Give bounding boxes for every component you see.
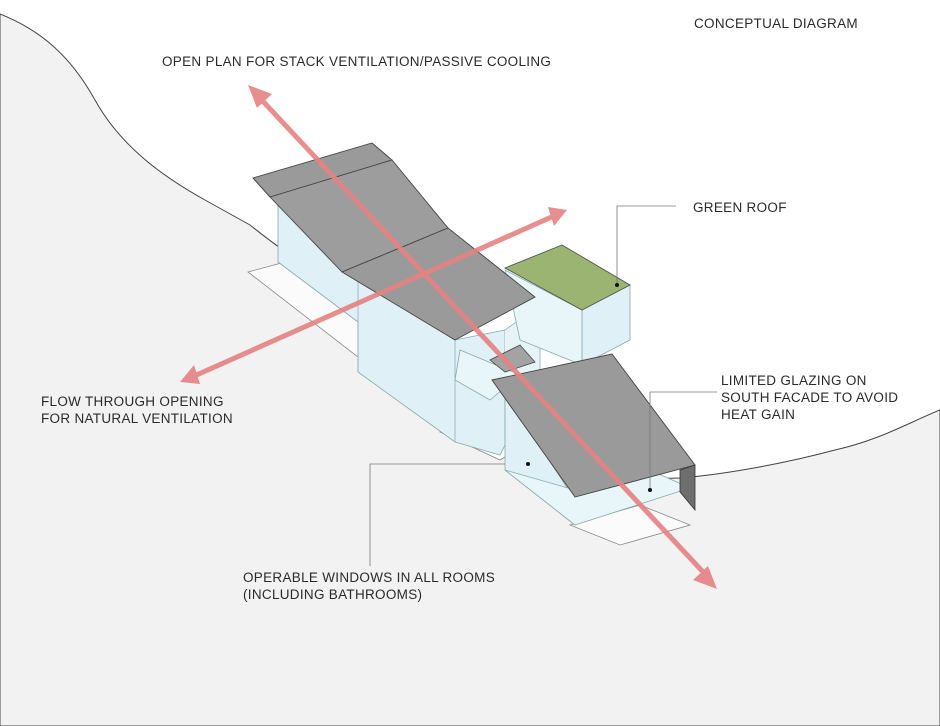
operable-windows-label: OPERABLE WINDOWS IN ALL ROOMS (INCLUDING… (243, 569, 495, 603)
stack-ventilation-label: OPEN PLAN FOR STACK VENTILATION/PASSIVE … (162, 54, 552, 69)
main-roof-lower-face (341, 227, 536, 341)
flow-through-line-1: FLOW THROUGH OPENING (41, 394, 224, 409)
leader-dots (526, 283, 652, 492)
limited-glazing-line-1: LIMITED GLAZING ON (721, 373, 867, 388)
green-roof (503, 244, 631, 311)
limited-glazing-line-3: HEAT GAIN (721, 407, 796, 422)
roof-fold (489, 344, 536, 373)
flow-through-line-2: FOR NATURAL VENTILATION (41, 411, 233, 426)
operable-windows-line-1: OPERABLE WINDOWS IN ALL ROOMS (243, 570, 495, 585)
lower-volume-glass (504, 469, 692, 526)
lower-roof-fascia (679, 464, 696, 512)
flow-through-label: FLOW THROUGH OPENING FOR NATURAL VENTILA… (41, 393, 233, 427)
stack-ventilation-arrow (248, 85, 717, 589)
diagram-title: CONCEPTUAL DIAGRAM (694, 16, 858, 31)
flow-through-arrow (180, 207, 567, 384)
limited-glazing-label: LIMITED GLAZING ON SOUTH FACADE TO AVOID… (721, 372, 898, 423)
leader-lines (369, 205, 717, 566)
operable-windows-line-2: (INCLUDING BATHROOMS) (243, 587, 423, 602)
green-roof-label: GREEN ROOF (693, 200, 787, 215)
main-roof-edge (252, 177, 271, 198)
limited-glazing-line-2: SOUTH FACADE TO AVOID (721, 390, 899, 405)
